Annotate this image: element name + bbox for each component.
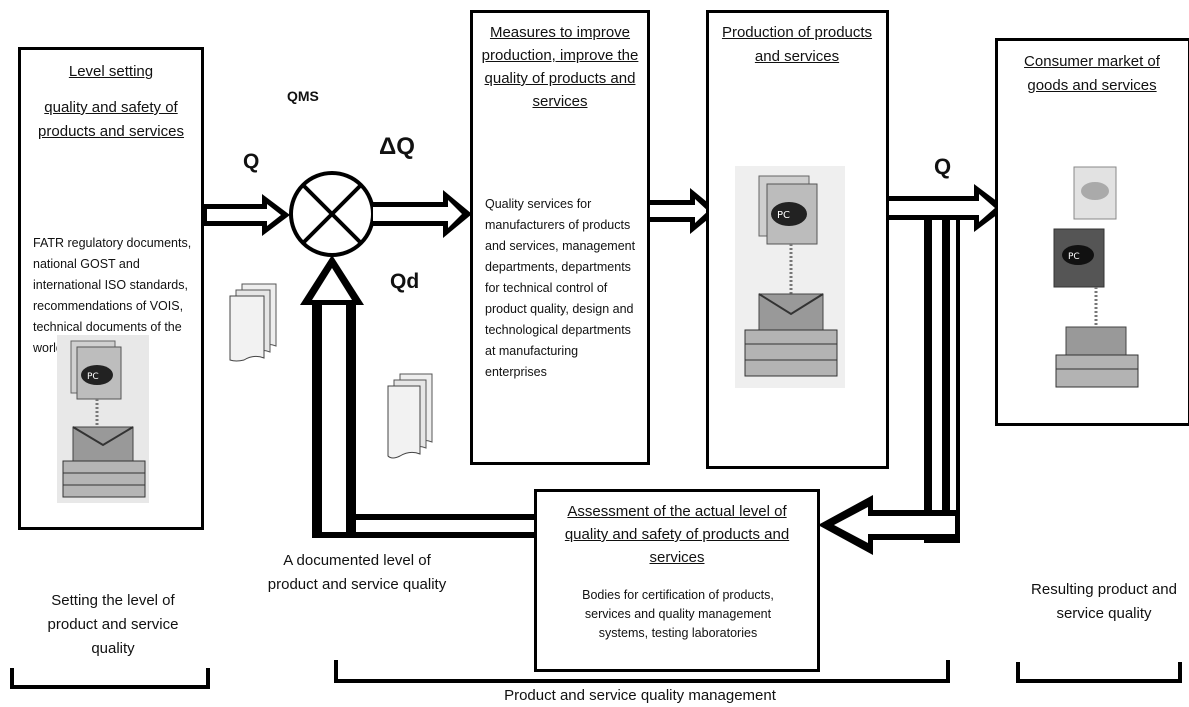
resulting-quality-caption: Resulting product and service quality [1031,581,1177,622]
bracket-resulting [1016,662,1182,683]
svg-text:PC: PC [87,372,99,382]
bracket-setting [10,668,210,689]
svg-text:PC: PC [1068,252,1080,262]
consumer-certificate-icon: PC [1048,159,1144,391]
management-caption: Product and service quality management [504,687,776,704]
measures-description: Quality services for manufacturers of pr… [485,197,636,379]
arrow-q-input [203,194,290,236]
svg-text:PC: PC [777,210,790,221]
arrow-q-output [879,184,1006,232]
setting-level-caption: Setting the level of product and service… [47,592,179,657]
certificate-package-icon: PC [57,335,149,503]
consumer-market-title: Consumer market of goods and services [1024,53,1160,94]
level-setting-title: Level setting quality and safety of prod… [38,63,184,140]
production-box: Production of products and services PC [706,10,889,469]
assessment-title: Assessment of the actual level of qualit… [564,503,790,566]
assessment-box: Assessment of the actual level of qualit… [534,489,820,672]
document-stack-icon [226,282,282,362]
qms-label: QMS [287,88,319,104]
bracket-management [334,660,950,683]
arrow-delta-q [373,190,472,238]
production-title: Production of products and services [721,24,873,65]
delta-q-label: ΔQ [379,133,415,160]
assessment-description: Bodies for certification of products, se… [582,588,774,640]
production-certificate-icon: PC [735,166,845,388]
measures-box: Measures to improve production, improve … [470,10,650,465]
document-stack-icon [384,372,436,460]
arrow-feed-down [924,220,960,543]
consumer-market-box: Consumer market of goods and services PC [995,38,1189,426]
qd-label: Qd [390,270,420,293]
level-setting-box: Level setting quality and safety of prod… [18,47,204,530]
comparator-symbol [289,171,375,257]
arrow-feedback-qd [300,255,536,538]
measures-title: Measures to improve production, improve … [481,24,639,110]
q-input-label: Q [243,150,260,173]
arrow-to-production [650,188,718,234]
q-output-label: Q [934,154,952,179]
arrow-to-assessment [818,495,960,555]
documented-level-caption: A documented level of product and servic… [267,552,447,593]
